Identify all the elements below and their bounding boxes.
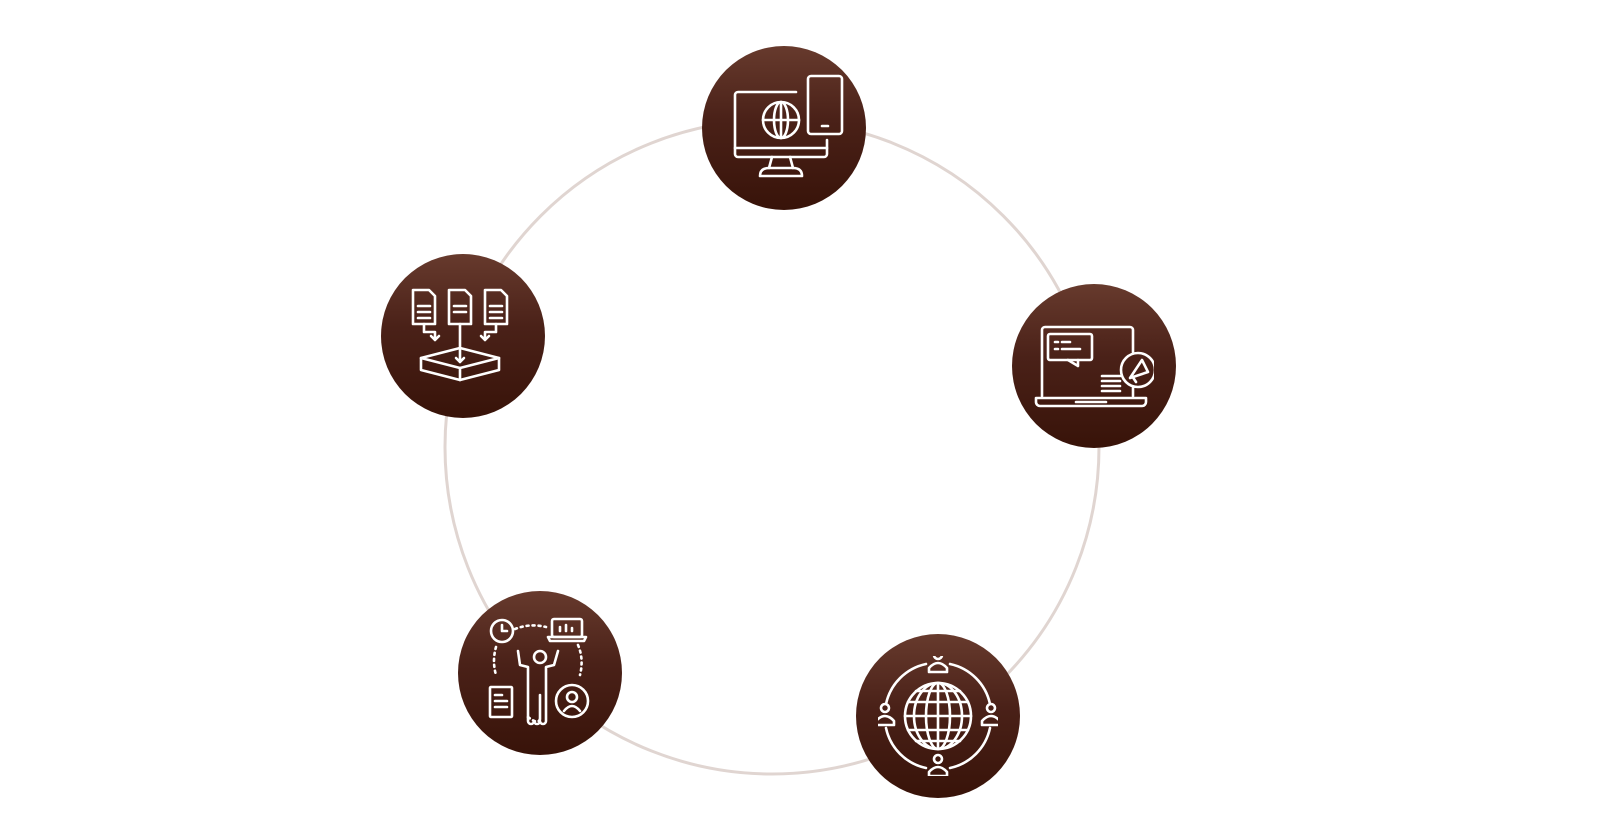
- person-tasks-icon: [488, 617, 590, 726]
- monitor-phone-globe-icon: [733, 74, 844, 178]
- global-network-people-icon: [878, 656, 998, 776]
- laptop-chat-megaphone-icon: [1034, 325, 1154, 408]
- node-digital-devices: [702, 46, 866, 210]
- node-document-collection: [381, 254, 545, 418]
- node-employee-tasks: [458, 591, 622, 755]
- node-online-marketing: [1012, 284, 1176, 448]
- node-global-community: [856, 634, 1020, 798]
- documents-to-box-icon: [411, 288, 509, 382]
